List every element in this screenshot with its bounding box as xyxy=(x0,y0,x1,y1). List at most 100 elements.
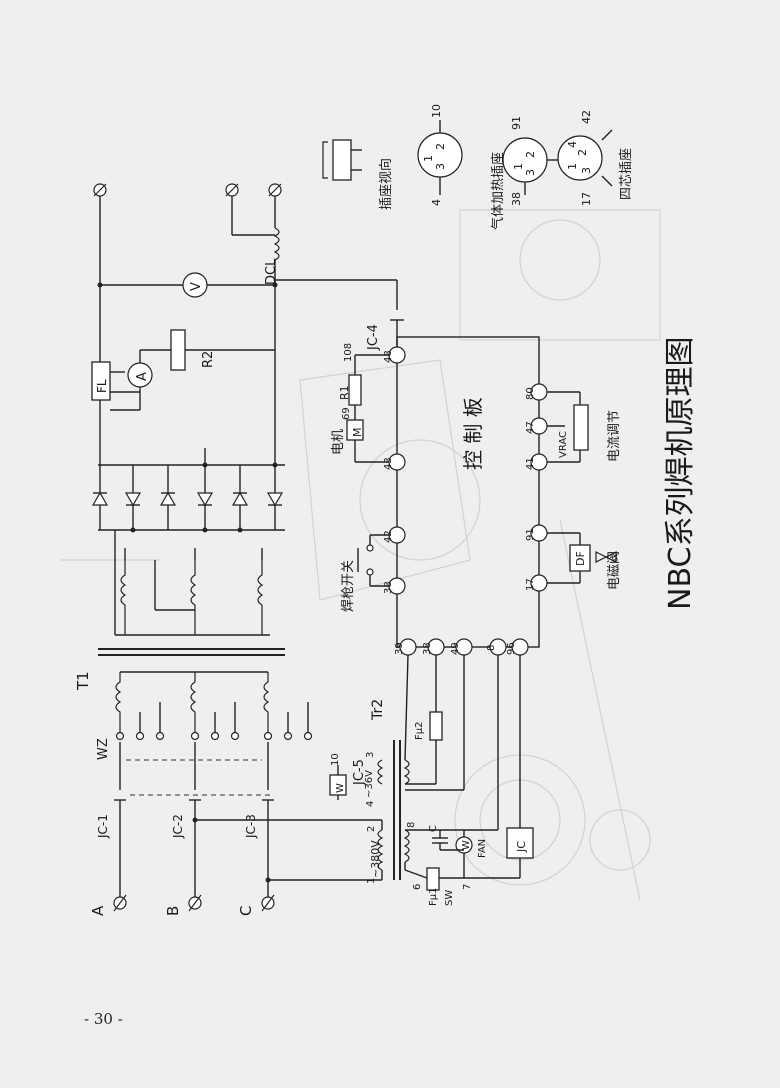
wire-108: 108 xyxy=(343,343,354,362)
socket-views: 插座视向 1 2 3 10 4 1 2 3 91 38 气体加热插座 1 2 3… xyxy=(322,104,634,230)
tr2-pin-8: 8 xyxy=(406,822,417,828)
rectifier-bridge xyxy=(91,260,285,533)
tr2-pin-1: 1 xyxy=(366,878,377,884)
fan-label: FAN xyxy=(477,839,488,858)
term-96: 96 xyxy=(506,642,517,655)
fl-label: FL xyxy=(95,379,109,393)
jc5-label: JC-5 xyxy=(352,759,367,786)
fan-symbol: W xyxy=(461,840,472,850)
socket-4pin xyxy=(557,135,603,181)
control-board-label: 控 制 板 xyxy=(461,397,485,470)
diode-2 xyxy=(124,492,142,507)
tr2-pin-10: 10 xyxy=(330,753,341,766)
phase-a-label: A xyxy=(89,905,107,916)
socket-icon xyxy=(332,139,352,181)
wire-69: 69 xyxy=(341,407,352,420)
jc-coil-label: JC xyxy=(515,841,528,853)
s3-wire-17: 17 xyxy=(580,192,593,206)
gas-valve-label: 电磁阀 xyxy=(607,551,622,590)
s2-wire-91: 91 xyxy=(510,116,523,130)
s2-pin-2: 2 xyxy=(524,151,537,158)
control-board: 控 制 板 39 38 49 8 96 38 42 43 48 17 91 41… xyxy=(275,279,622,656)
sw-label: SW xyxy=(444,890,455,906)
motor-symbol: M xyxy=(351,428,364,438)
term-49: 49 xyxy=(450,642,461,655)
s1-wire-4: 4 xyxy=(430,199,443,206)
s1-wire-10: 10 xyxy=(430,104,443,118)
tr2-pin-7: 7 xyxy=(462,884,473,890)
motor-label: 电机 xyxy=(331,429,346,455)
v36-label: ~36V xyxy=(364,770,375,798)
diode-1 xyxy=(91,491,109,506)
r1-label: R1 xyxy=(338,385,351,400)
capacitor-label: C xyxy=(428,825,439,832)
four-pin-socket-label: 四芯插座 xyxy=(619,148,634,200)
s3-pin-3: 3 xyxy=(580,167,593,174)
jc2-label: JC-2 xyxy=(171,814,185,839)
fuse-2 xyxy=(429,711,443,741)
s2-wire-38: 38 xyxy=(510,192,523,206)
diode-4 xyxy=(196,492,214,507)
fuse-1 xyxy=(426,867,440,891)
heater-symbol: W xyxy=(335,783,346,793)
shunt-fl xyxy=(91,361,111,401)
jc3-label: JC-3 xyxy=(244,814,258,839)
term-47: 47 xyxy=(525,421,536,434)
df-label: DF xyxy=(574,551,587,566)
s2-pin-3: 3 xyxy=(524,169,537,176)
r2-label: R2 xyxy=(201,351,216,368)
s3-pin-1: 1 xyxy=(566,163,579,170)
jc1-label: JC-1 xyxy=(96,814,110,839)
tr2-pin-6: 6 xyxy=(412,884,423,890)
s3-wire-42: 42 xyxy=(580,110,593,124)
aux-transformer: Tr2 ~380V 2 1 ~36V 3 4 JC-5 W 10 Fμ2 xyxy=(192,654,534,906)
s1-pin-2: 2 xyxy=(434,143,447,150)
tr2-pin-3: 3 xyxy=(365,752,376,758)
s2-pin-1: 1 xyxy=(512,163,525,170)
gas-heat-socket-label: 气体加热插座 xyxy=(490,152,506,230)
diode-3 xyxy=(159,491,177,506)
fuse2-label: Fμ2 xyxy=(414,722,425,740)
vrac-label: VRAC xyxy=(558,431,569,458)
term-80: 80 xyxy=(525,387,536,400)
phase-c-label: C xyxy=(237,906,255,916)
page-number: - 30 - xyxy=(84,1010,123,1028)
s1-pin-1: 1 xyxy=(422,155,435,162)
resistor-r2 xyxy=(170,329,186,371)
three-phase-input: A B C JC-1 JC-2 JC-3 WZ xyxy=(89,671,313,916)
voltmeter-label: V xyxy=(189,282,204,291)
t1-label: T1 xyxy=(74,671,92,691)
tr2-pin-2: 2 xyxy=(366,826,377,832)
ammeter-label: A xyxy=(135,372,150,381)
term-39: 39 xyxy=(394,642,405,655)
tr2-label: Tr2 xyxy=(370,699,386,721)
v380-label: ~380V xyxy=(369,840,382,878)
term-42: 42 xyxy=(383,530,394,543)
pot-vrac xyxy=(573,404,589,451)
diode-5 xyxy=(231,491,249,506)
dcl-label: DCL xyxy=(264,258,279,285)
tr2-pin-4: 4 xyxy=(365,801,376,807)
phase-b-label: B xyxy=(164,906,182,916)
main-transformer: T1 xyxy=(74,530,285,691)
diode-6 xyxy=(266,492,284,507)
s3-pin-2: 2 xyxy=(576,149,589,156)
fuse1-label: Fμ1 xyxy=(428,888,439,906)
term-91: 91 xyxy=(525,528,536,541)
s3-pin-4: 4 xyxy=(566,141,579,148)
term-38: 38 xyxy=(383,581,394,594)
diagram-title: NBC系列焊机原理图 xyxy=(663,337,698,610)
socket-view-label: 插座视向 xyxy=(378,158,394,210)
current-adjust-label: 电流调节 xyxy=(607,410,622,462)
torch-switch-label: 焊枪开关 xyxy=(340,560,356,612)
wz-label: WZ xyxy=(96,738,111,760)
jc4-label: JC-4 xyxy=(366,324,381,351)
term-41: 41 xyxy=(525,457,536,470)
output-circuit: FL A R2 V DCL xyxy=(91,183,282,411)
term-43: 43 xyxy=(383,457,394,470)
term-48: 48 xyxy=(383,350,394,363)
term-38b: 38 xyxy=(422,642,433,655)
term-17: 17 xyxy=(525,578,536,591)
